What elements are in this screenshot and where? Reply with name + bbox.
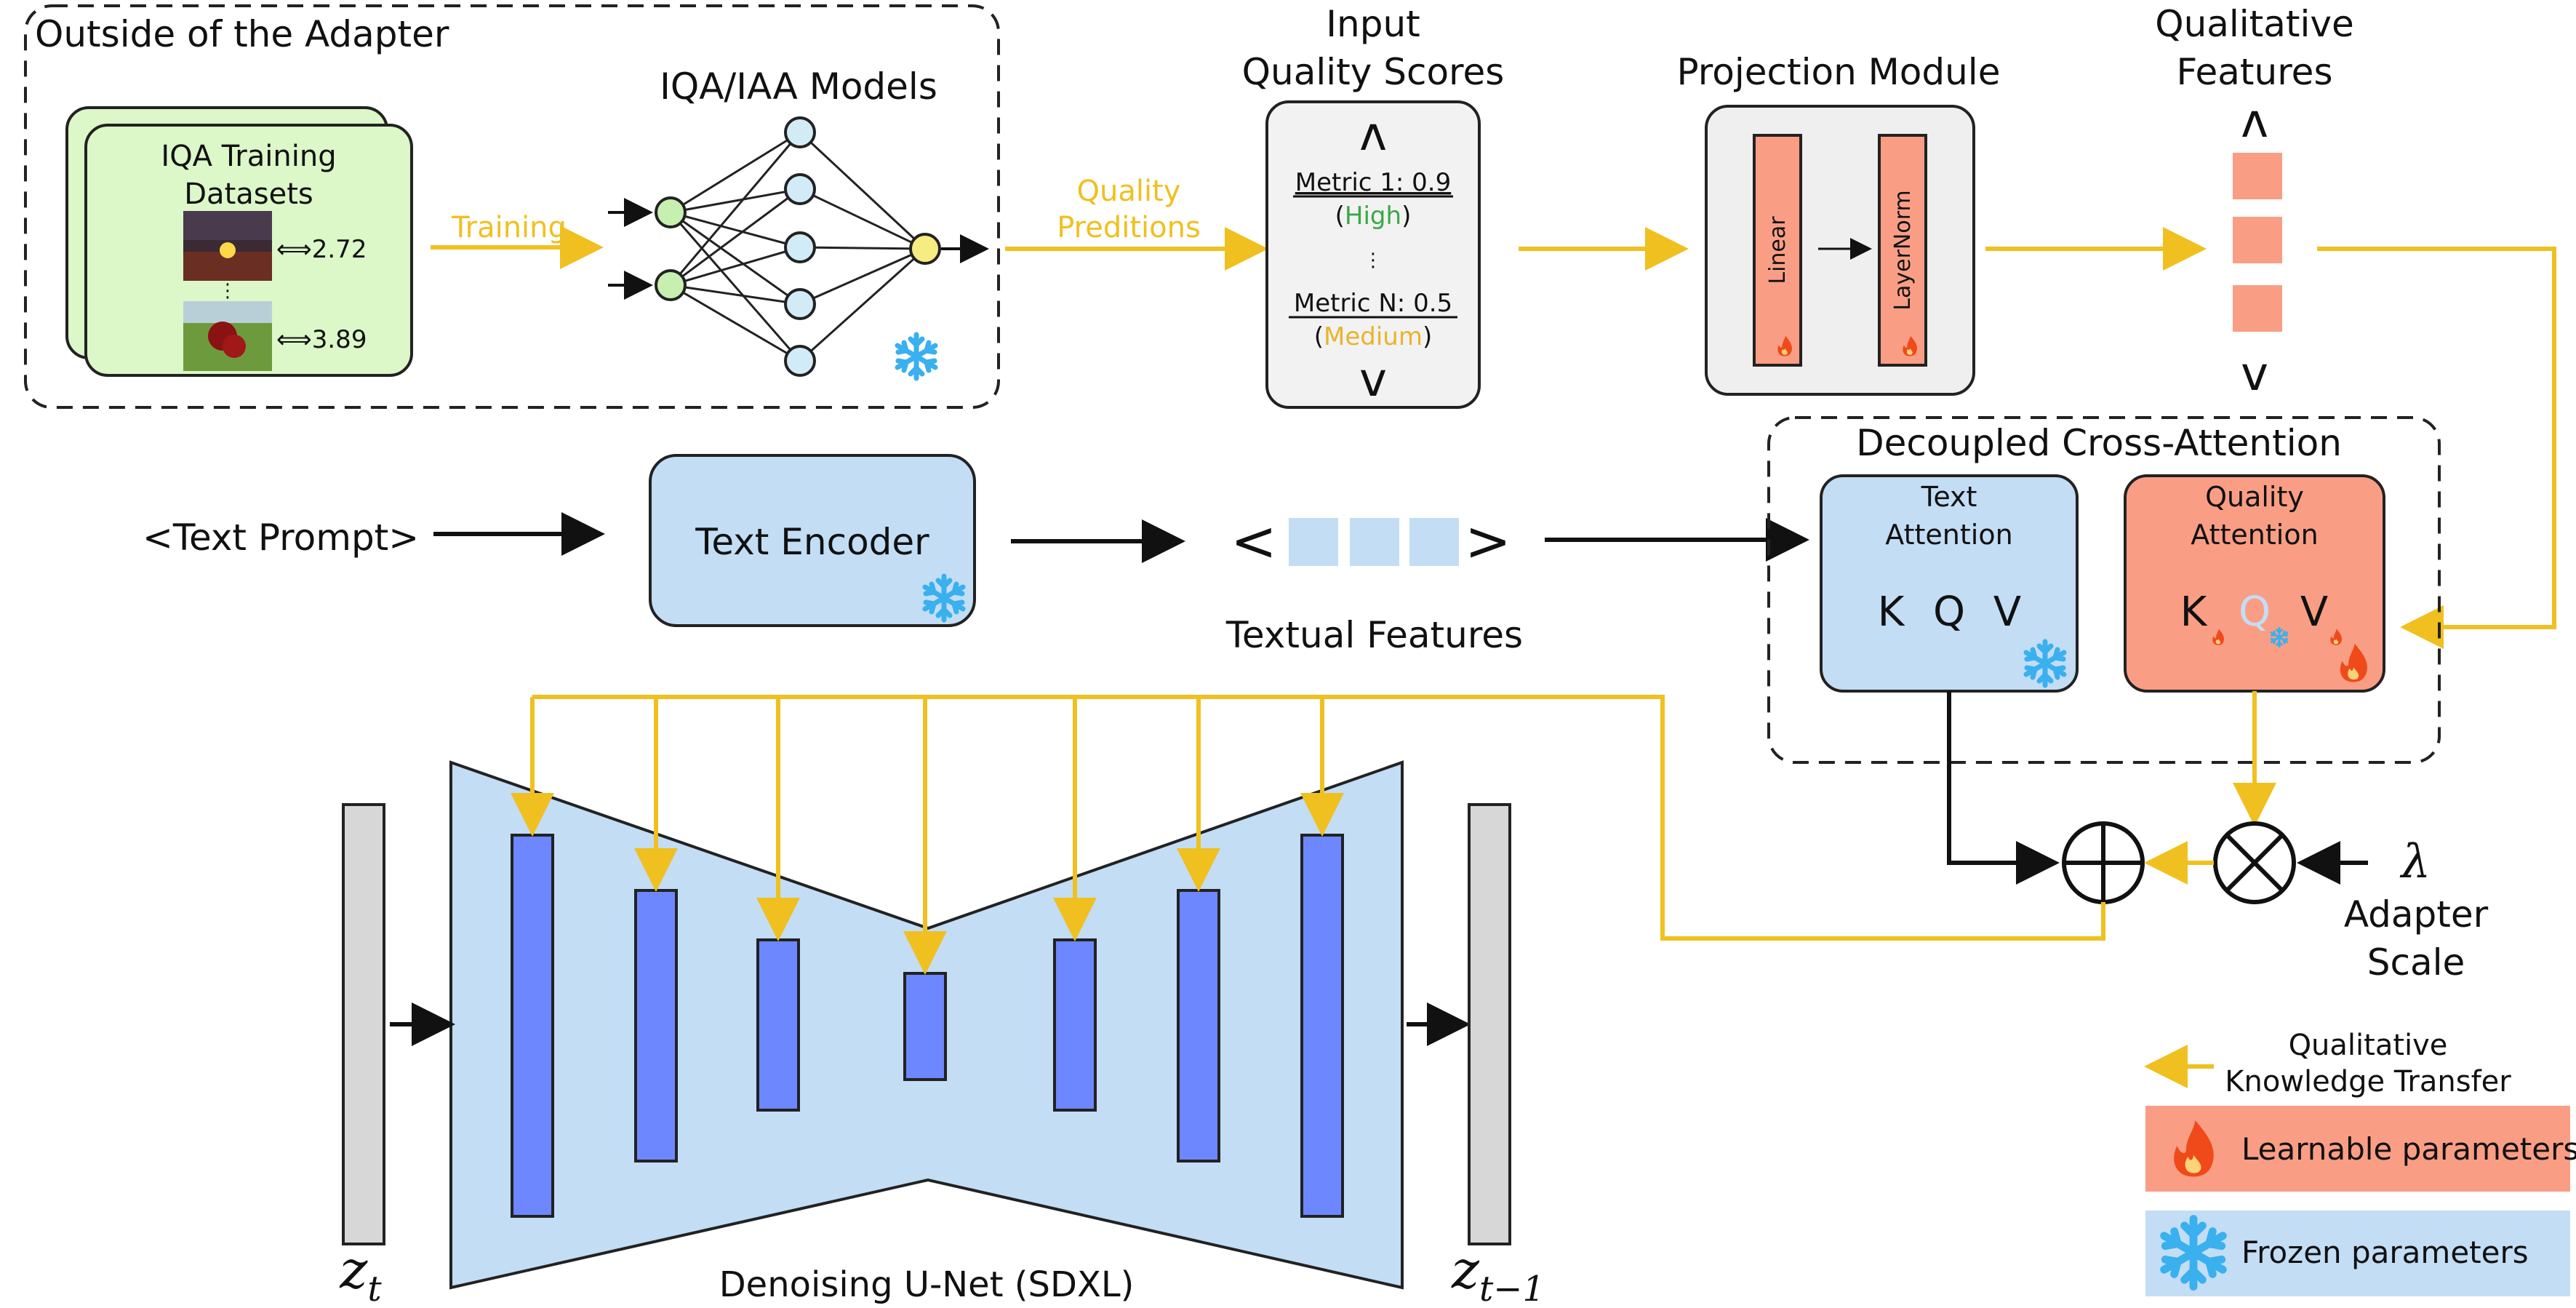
qualitative-title-1: Qualitative: [2155, 3, 2354, 45]
outside-adapter-title: Outside of the Adapter: [35, 13, 449, 55]
z-t1-label: zt−1: [1451, 1239, 1545, 1308]
knowledge-transfer-path: [532, 695, 2105, 941]
z-t-label: zt: [339, 1239, 382, 1308]
layernorm-layer: [1878, 134, 1927, 367]
input-scores-title-1: Input: [1326, 3, 1420, 45]
score-2: ⟺3.89: [276, 325, 367, 354]
text-attention-q: Q: [1933, 589, 1965, 636]
dataset-dots: ⋮: [218, 280, 237, 302]
text-attention-v: V: [1993, 589, 2021, 636]
adapter-scale-line2: Scale: [2367, 941, 2465, 984]
text-attention-title-2: Attention: [1885, 519, 2012, 551]
legend-transfer-1: Qualitative: [2289, 1029, 2448, 1062]
projection-box: [1705, 105, 1975, 396]
score-1: ⟺2.72: [276, 235, 367, 264]
unet-block-3: [756, 938, 800, 1112]
text-encoder-label: Text Encoder: [695, 521, 929, 563]
legend-learnable-swatch: [2145, 1106, 2570, 1192]
input-scores-title-2: Quality Scores: [1242, 51, 1505, 93]
z-t1-block: [1468, 803, 1511, 1245]
quality-attention-title-1: Quality: [2205, 481, 2304, 513]
textual-token-3: [1409, 518, 1459, 566]
quality-predictions-line1: Quality: [1077, 175, 1181, 208]
models-snowflake-icon: [897, 335, 935, 378]
outside-adapter-frame: [24, 4, 1000, 409]
dataset-title-2: Datasets: [184, 178, 313, 211]
unet-block-1: [511, 834, 554, 1218]
metric-n-level: (Medium): [1314, 322, 1432, 351]
qualitative-token-1: [2233, 153, 2282, 199]
quality-predictions-line2: Preditions: [1057, 211, 1201, 244]
qualitative-close-bracket: v: [2241, 348, 2268, 402]
textual-token-1: [1289, 518, 1338, 566]
unet-block-7: [1300, 834, 1344, 1218]
unet-block-5: [1053, 938, 1097, 1112]
metric-1-level: (High): [1335, 202, 1412, 231]
quality-attention-title-2: Attention: [2191, 519, 2318, 551]
text-attention-title-1: Text: [1921, 481, 1977, 513]
textual-token-2: [1350, 518, 1399, 566]
metric-n: Metric N: 0.5: [1294, 289, 1452, 318]
unet-block-4: [903, 972, 947, 1081]
text-attention-k: K: [1878, 589, 1905, 636]
qualitative-token-2: [2233, 217, 2282, 263]
input-scores-box: [1265, 100, 1481, 409]
qualitative-title-2: Features: [2177, 51, 2333, 93]
neural-network-icon: [608, 116, 989, 377]
features-to-quality-attention-arrow: [2317, 247, 2556, 649]
teddy-thumbnail: [183, 301, 272, 371]
unet-block-2: [634, 889, 678, 1163]
projection-title: Projection Module: [1677, 51, 2001, 93]
metrics-ellipsis: ⋮: [1364, 250, 1383, 271]
layernorm-label: LayerNorm: [1890, 190, 1916, 310]
sunset-thumbnail: [183, 211, 272, 281]
legend-learnable-label: Learnable parameters: [2241, 1131, 2576, 1167]
dataset-title-1: IQA Training: [161, 140, 336, 173]
z-t-block: [342, 803, 385, 1245]
text-prompt-label: <Text Prompt>: [143, 517, 419, 559]
quality-attention-k: K: [2180, 589, 2208, 636]
input-scores-open-bracket: ʌ: [1359, 108, 1387, 161]
qualitative-token-3: [2233, 285, 2282, 332]
text-encoder-box: [649, 454, 976, 627]
quality-attention-q: Q: [2239, 589, 2271, 636]
metric-1: Metric 1: 0.9: [1295, 168, 1451, 197]
input-scores-close-bracket: v: [1359, 354, 1387, 407]
textual-close-bracket: >: [1465, 509, 1511, 573]
legend-transfer-2: Knowledge Transfer: [2225, 1065, 2511, 1098]
adapter-scale-line1: Adapter: [2344, 893, 2489, 936]
text-attention-to-sum-arrow: [1947, 691, 2060, 885]
lambda-symbol: λ: [2399, 835, 2431, 889]
qualitative-open-bracket: ʌ: [2241, 95, 2268, 148]
legend-frozen-swatch: [2145, 1211, 2570, 1296]
linear-layer: [1753, 134, 1802, 367]
unet-block-6: [1177, 889, 1220, 1163]
models-title: IQA/IAA Models: [660, 65, 937, 108]
cross-attention-title: Decoupled Cross-Attention: [1856, 422, 2342, 464]
textual-open-bracket: <: [1231, 509, 1277, 573]
linear-label: Linear: [1765, 216, 1791, 284]
legend-frozen-label: Frozen parameters: [2241, 1235, 2529, 1270]
training-label: Training: [451, 211, 567, 244]
textual-features-label: Textual Features: [1225, 614, 1523, 656]
unet-label: Denoising U-Net (SDXL): [719, 1264, 1135, 1305]
quality-attention-v: V: [2300, 589, 2328, 636]
